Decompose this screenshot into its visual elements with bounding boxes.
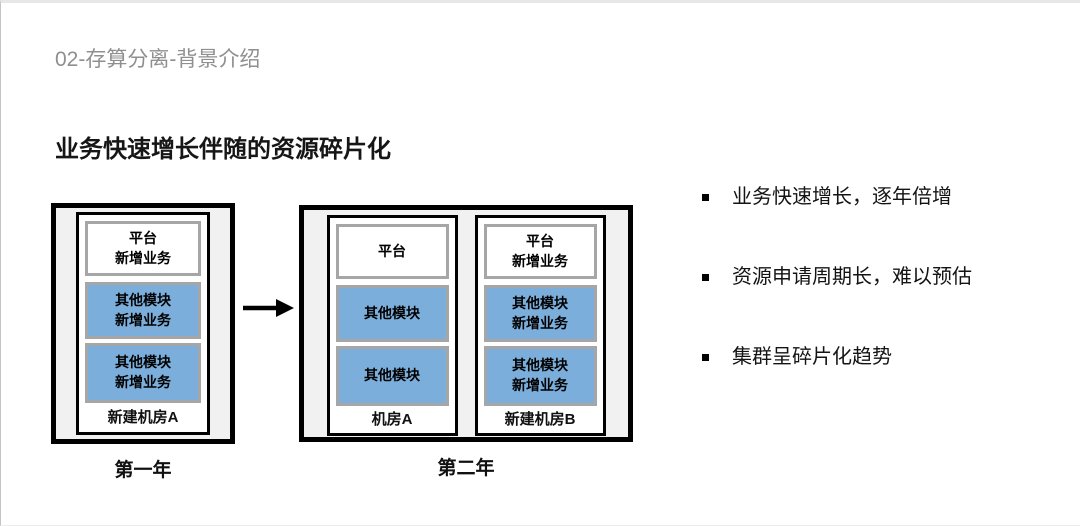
cell-text: 其他模块: [364, 304, 420, 321]
bullet-text: 资源申请周期长，难以预估: [732, 266, 972, 288]
cell-text: 新增业务: [512, 314, 568, 331]
year2-label: 第二年: [437, 458, 495, 479]
cell-platform: 平台: [335, 224, 449, 279]
slide-kicker: 02-存算分离-背景介绍: [55, 48, 261, 71]
bullet-list: 业务快速增长，逐年倍增 资源申请周期长，难以预估 集群呈碎片化趋势: [702, 183, 1072, 423]
bullet-item: 集群呈碎片化趋势: [702, 343, 1072, 371]
cell-other-module-new: 其他模块 新增业务: [85, 343, 201, 403]
right-arrow-icon: [243, 299, 294, 317]
bullet-item: 业务快速增长，逐年倍增: [702, 183, 1072, 211]
cell-text: 新增业务: [512, 377, 568, 393]
cell-platform-new: 平台 新增业务: [483, 224, 597, 279]
cell-other-module-new: 其他模块 新增业务: [483, 285, 597, 342]
room-new-datacenter-b: 平台 新增业务 其他模块 新增业务 其他模块 新增业务 新建机房B: [474, 215, 606, 436]
page-title: 业务快速增长伴随的资源碎片化: [55, 136, 391, 163]
year1-outer-box: 平台 新增业务 其他模块 新增业务 其他模块 新增业务 新建机房A: [51, 203, 235, 444]
cell-other-module: 其他模块: [335, 346, 449, 406]
bullet-square-icon: [702, 194, 709, 201]
year1-label: 第一年: [114, 460, 172, 481]
cell-text: 新增业务: [115, 249, 171, 266]
cell-text: 新增业务: [115, 311, 171, 328]
cell-text: 平台: [129, 229, 157, 246]
cell-text: 其他模块: [115, 354, 171, 371]
cell-text: 其他模块: [512, 357, 568, 374]
year2-group: 平台 其他模块 其他模块 机房A 平台 新增业务: [299, 205, 633, 480]
cell-other-module: 其他模块: [335, 285, 449, 342]
cell-text: 其他模块: [512, 294, 568, 311]
room-datacenter-a: 平台 其他模块 其他模块 机房A: [326, 215, 458, 436]
cell-text: 其他模块: [364, 367, 420, 384]
cell-other-module-new: 其他模块 新增业务: [483, 346, 597, 406]
cell-text: 新增业务: [512, 252, 568, 269]
room-label: 新建机房B: [504, 411, 576, 428]
year2-outer-box: 平台 其他模块 其他模块 机房A 平台 新增业务: [299, 205, 633, 442]
cell-other-module-new: 其他模块 新增业务: [85, 282, 201, 339]
bullet-item: 资源申请周期长，难以预估: [702, 263, 1072, 291]
bullet-square-icon: [702, 354, 709, 361]
room-label: 机房A: [371, 411, 413, 428]
cell-text: 平台: [378, 242, 406, 259]
bullet-text: 业务快速增长，逐年倍增: [732, 186, 952, 208]
cell-text: 其他模块: [115, 291, 171, 308]
room-label: 新建机房A: [107, 409, 179, 426]
bullet-square-icon: [702, 274, 709, 281]
bullet-text: 集群呈碎片化趋势: [732, 346, 892, 368]
cell-text: 平台: [526, 232, 554, 249]
cell-text: 新增业务: [115, 374, 171, 390]
room-new-datacenter-a: 平台 新增业务 其他模块 新增业务 其他模块 新增业务 新建机房A: [76, 212, 210, 435]
cell-platform-new: 平台 新增业务: [85, 221, 201, 276]
year1-group: 平台 新增业务 其他模块 新增业务 其他模块 新增业务 新建机房A 第一年: [51, 203, 235, 482]
